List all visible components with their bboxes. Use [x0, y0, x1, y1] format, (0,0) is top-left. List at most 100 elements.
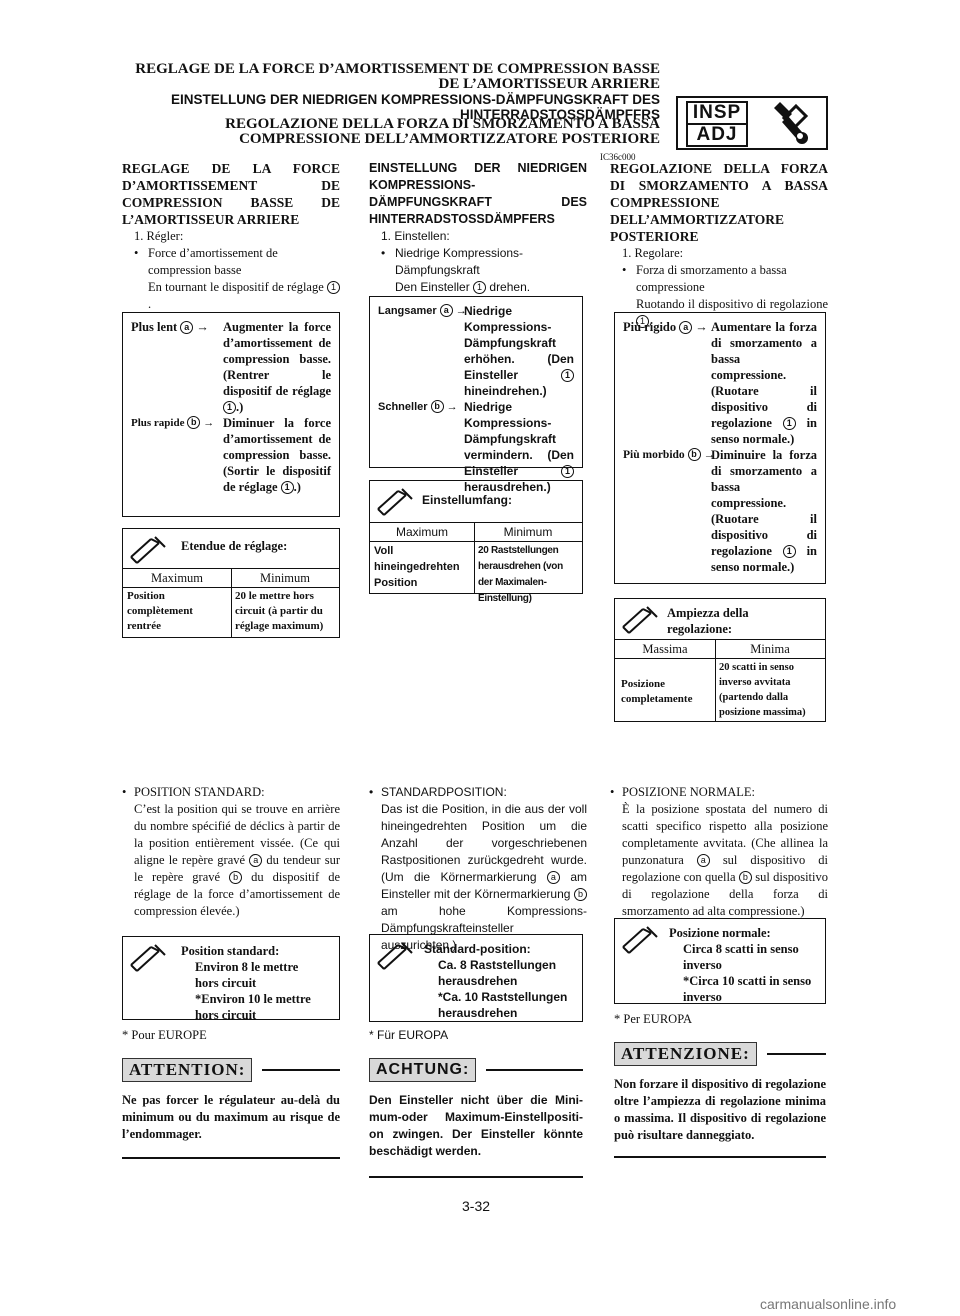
std-box-de: Standard-position: Ca. 8 Raststellungen …: [369, 934, 583, 1022]
column-fr: REGLAGE DE LA FORCE D’AMORTISSEMENT DE C…: [122, 160, 340, 313]
dir-hard-end-de: hineindrehen.): [464, 384, 547, 398]
std-box-title-fr: Position standard:: [181, 944, 280, 958]
std-text2-fr: du tendeur sur le repère gravé: [134, 853, 341, 884]
std-box-line1-fr: Environ 8 le mettre hors circuit: [195, 960, 299, 990]
range-box-it: Ampiezza della regolazione: Massima Mini…: [614, 598, 826, 722]
wrench-icon: [622, 926, 658, 954]
range-max-value-de: Voll hineingedrehten Position: [374, 545, 460, 589]
mark-a: a: [679, 321, 693, 334]
bullet-mark: •: [134, 246, 139, 260]
range-box-fr: Etendue de réglage: Maximum Minimum Posi…: [122, 528, 340, 638]
range-title-de: Einstellumfang:: [422, 493, 513, 507]
range-min-header-it: Minima: [750, 642, 790, 656]
detail-end-it: .: [649, 314, 653, 328]
dir-soft-end-de: herausdrehen.): [464, 480, 551, 494]
callout-1: 1: [561, 369, 574, 382]
bullet-mark: •: [369, 785, 374, 799]
dir-hard-label-de: Langsamer: [378, 305, 437, 317]
bullet-mark: •: [622, 263, 627, 277]
wrench-icon: [774, 102, 809, 144]
section-code: IC36c000: [600, 152, 636, 162]
dir-hard-label-it: Più rigido: [623, 320, 677, 334]
range-min-header-de: Minimum: [503, 525, 553, 539]
std-text3-de: am hohe Kompressions-Dämpfungskrafteinst…: [381, 904, 587, 952]
bullet-text-it: Forza di smorzamento a bassa compression…: [636, 263, 787, 294]
mark-a: a: [249, 854, 263, 867]
wrench-icon: [130, 944, 166, 972]
section-title-it: REGOLAZIONE DELLA FORZA DI SMORZAMENTO A…: [610, 161, 828, 244]
caution-label-it: ATTENZIONE:: [614, 1042, 757, 1066]
dir-soft-label-de: Schneller: [378, 401, 428, 413]
wrench-icon: [377, 488, 413, 516]
wrench-icon: [622, 606, 658, 634]
mark-a: a: [439, 304, 453, 317]
column-it: REGOLAZIONE DELLA FORZA DI SMORZAMENTO A…: [610, 160, 828, 330]
detail-end-de: drehen.: [489, 280, 531, 294]
std-text-fr: C’est la position qui se trouve en arriè…: [134, 802, 340, 867]
callout-1: 1: [782, 545, 796, 558]
dir-hard-text-it: Aumentare la forza di smorzamento a bass…: [711, 320, 817, 430]
arrow-icon: →: [695, 320, 708, 334]
range-box-de: Einstellumfang: Maximum Minimum Voll hin…: [369, 480, 583, 604]
mark-b: b: [430, 400, 444, 413]
range-title-it: Ampiezza della regolazione:: [667, 606, 749, 636]
wrench-icon: [377, 942, 413, 970]
mark-b: b: [187, 416, 201, 429]
mark-b: b: [738, 871, 752, 884]
detail-it: Ruotando il dispositivo di regolazione: [636, 297, 828, 311]
mark-a: a: [546, 871, 560, 884]
std-box-line2-fr: *Environ 10 le mettre hors circuit: [195, 992, 311, 1022]
range-min-value-fr: 20 le mettre hors circuit (à partir du r…: [235, 590, 324, 632]
range-title-fr: Etendue de réglage:: [181, 539, 288, 553]
direction-box-de: Langsamer a→ Niedrige Kompressions-Dämpf…: [369, 296, 583, 494]
range-max-header-it: Massima: [642, 642, 688, 656]
insp-label: INSP: [686, 101, 748, 125]
std-head-fr: POSITION STANDARD:: [134, 785, 265, 799]
direction-box-fr: Plus lent a→ Augmenter la force d’amorti…: [122, 312, 340, 517]
caution-text-it: Non forzare il dispositivo di regolazion…: [614, 1077, 826, 1142]
std-box-fr: Position standard: Environ 8 le mettre h…: [122, 936, 340, 1022]
footnote-de: * Für EUROPA: [369, 1028, 449, 1042]
page-number: 3-32: [462, 1198, 491, 1214]
wrench-icon: [130, 536, 166, 564]
mark-b: b: [573, 888, 587, 901]
range-max-value-fr: Position complètement rentrée: [127, 590, 193, 632]
std-box-line1-it: Circa 8 scatti in senso inverso: [683, 942, 799, 972]
bullet-mark: •: [381, 246, 386, 260]
standard-position-it: •POSIZIONE NORMALE: È la posizione spost…: [610, 784, 828, 920]
detail-fr: En tournant le dispositif de réglage: [148, 280, 324, 294]
arrow-icon: →: [455, 305, 467, 317]
dir-hard-end-fr: .): [236, 400, 244, 414]
header-title-de: EINSTELLUNG DER NIEDRIGEN KOMPRESSIONS-D…: [170, 92, 660, 122]
range-min-header-fr: Minimum: [259, 571, 310, 585]
std-text2-it: sul dispositivo di regolazione con quell…: [622, 853, 829, 884]
caution-label-fr: ATTENTION:: [122, 1058, 253, 1082]
direction-box-it: Più rigido a→ Aumentare la forza di smor…: [614, 312, 826, 584]
section-title-fr: REGLAGE DE LA FORCE D’AMORTISSEMENT DE C…: [122, 161, 340, 227]
section-title-de: EINSTELLUNG DER NIEDRIGEN KOMPRESSIONS-D…: [369, 161, 587, 226]
std-box-line1-de: Ca. 8 Raststellungen herausdrehen: [438, 958, 557, 988]
detail-de: Den Einsteller: [395, 280, 470, 294]
dir-soft-text-fr: Diminuer la force d’amortissement de com…: [223, 416, 331, 494]
caution-label-de: ACHTUNG:: [369, 1058, 477, 1082]
std-box-line2-it: *Circa 10 scatti in senso inverso: [683, 974, 812, 1004]
std-text3-it: sul dispositivo di regolazione della for…: [622, 870, 828, 918]
range-min-value-it: 20 scatti in senso inverso avvitata (par…: [719, 662, 806, 718]
caution-fr: ATTENTION: Ne pas forcer le régulateur a…: [122, 1058, 340, 1159]
bullet-mark: •: [610, 785, 615, 799]
callout-1: 1: [280, 481, 294, 494]
range-min-value-de: 20 Raststellungen herausdrehen (von der …: [478, 545, 563, 604]
std-text-de: Das ist die Position, in die aus der vol…: [381, 802, 587, 884]
bullet-text-de: Niedrige Kompressions-Dämpfungskraft: [395, 246, 524, 277]
mark-b: b: [229, 871, 243, 884]
arrow-icon: →: [196, 320, 209, 334]
std-text3-fr: du dispositif de réglage de la force d’a…: [134, 870, 341, 918]
std-head-it: POSIZIONE NORMALE:: [622, 785, 755, 799]
caution-de: ACHTUNG: Den Einsteller nicht über die M…: [369, 1058, 583, 1178]
std-box-title-it: Posizione normale:: [669, 926, 771, 940]
standard-position-de: •STANDARDPOSITION: Das ist die Position,…: [369, 784, 587, 954]
standard-position-fr: •POSITION STANDARD: C’est la position qu…: [122, 784, 340, 920]
detail-end-fr: .: [148, 297, 152, 311]
std-text2-de: am Einsteller mit der Körnermarkierung: [381, 870, 587, 901]
std-box-line2-de: *Ca. 10 Raststellungen herausdrehen: [438, 990, 568, 1020]
